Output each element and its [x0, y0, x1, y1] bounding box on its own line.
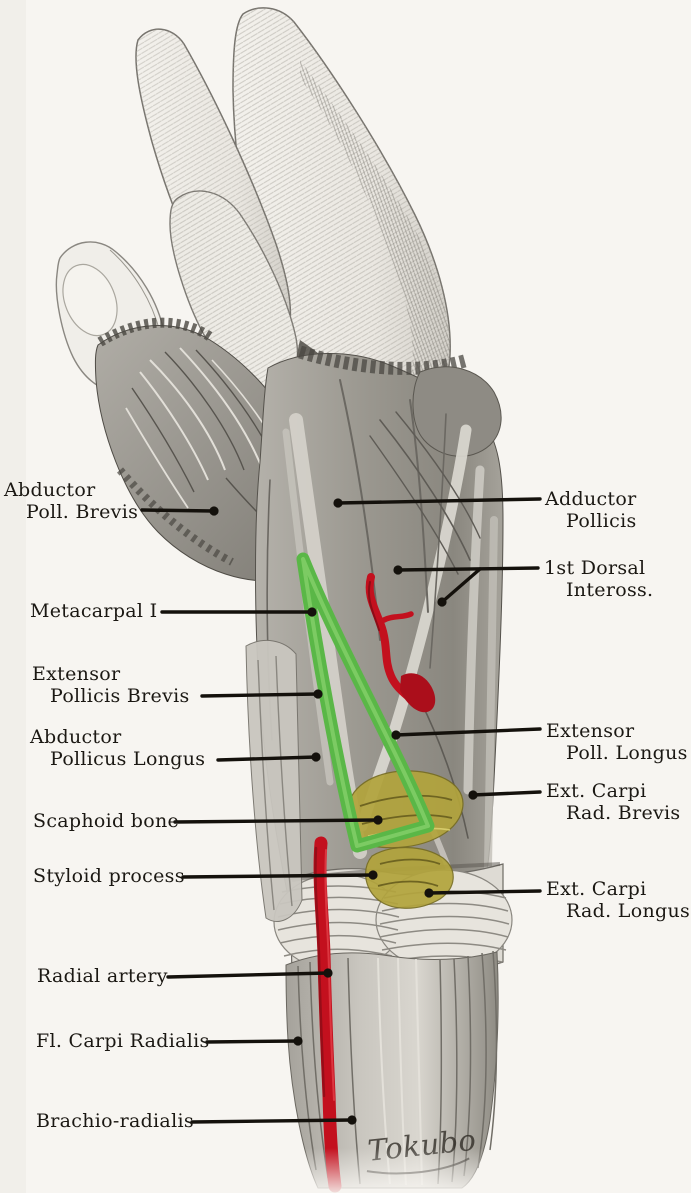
snuffbox-triangle [296, 552, 435, 853]
label-abductor-pollicus-longus: Abductor Pollicus Longus [29, 726, 205, 770]
label-text: Scaphoid bone [33, 810, 179, 832]
label-text: Inteross. [566, 579, 653, 601]
label-text: Fl. Carpi Radialis [36, 1030, 210, 1052]
label-text: Extensor [32, 663, 121, 685]
leader-first-dorsal-inteross [393, 565, 540, 607]
label-text: Metacarpal I [30, 600, 157, 622]
leader-radial-artery [166, 968, 333, 979]
label-brachio-radialis: Brachio-radialis [36, 1110, 194, 1132]
label-text: Ext. Carpi [546, 878, 647, 900]
label-radial-artery: Radial artery [37, 965, 168, 987]
label-text: Styloid process [33, 865, 185, 887]
label-styloid-process: Styloid process [33, 865, 185, 887]
cut-skin-edge-lower [116, 467, 234, 566]
label-text: Poll. Longus [566, 742, 688, 764]
thumb-nail [62, 263, 118, 337]
label-abductor-poll-brevis: Abductor Poll. Brevis [3, 479, 138, 523]
muscle-fiber-lines [125, 347, 301, 553]
leader-ext-carpi-rad-longus [424, 888, 542, 898]
label-text: Abductor [29, 726, 122, 748]
leader-scaphoid-bone [173, 815, 383, 825]
leader-adductor-pollicis [333, 497, 542, 508]
label-fl-carpi-radialis: Fl. Carpi Radialis [36, 1030, 210, 1052]
label-ext-carpi-rad-longus: Ext. Carpi Rad. Longus [546, 878, 690, 922]
leader-extensor-pollicis-brevis [200, 689, 323, 699]
scaphoid-highlight [347, 770, 464, 909]
label-text: Rad. Longus [566, 900, 690, 922]
labels: Abductor Poll. Brevis Metacarpal I Exten… [3, 479, 690, 1132]
leader-fl-carpi-radialis [205, 1036, 303, 1046]
label-metacarpal-1: Metacarpal I [30, 600, 157, 622]
leader-metacarpal-1 [160, 607, 317, 617]
scan-edge-shade [0, 0, 26, 1193]
leader-abductor-pollicus-longus [216, 752, 321, 762]
cut-skin-edge-dorsum [298, 345, 470, 375]
label-text: Poll. Brevis [26, 501, 138, 523]
leader-styloid-process [181, 870, 378, 880]
knuckle-bulge [412, 366, 502, 457]
label-text: Abductor [3, 479, 96, 501]
leader-abductor-poll-brevis [140, 506, 219, 516]
leader-lines [140, 497, 542, 1125]
label-first-dorsal-inteross: 1st Dorsal Inteross. [544, 557, 653, 601]
label-text: Pollicus Longus [50, 748, 205, 770]
label-scaphoid-bone: Scaphoid bone [33, 810, 179, 832]
label-extensor-poll-longus: Extensor Poll. Longus [546, 720, 688, 764]
bottom-fade [250, 1148, 530, 1193]
label-text: Ext. Carpi [546, 780, 647, 802]
label-text: Extensor [546, 720, 635, 742]
cut-skin-edge-upper [97, 317, 215, 347]
label-text: Radial artery [37, 965, 168, 987]
label-ext-carpi-rad-brevis: Ext. Carpi Rad. Brevis [546, 780, 680, 824]
hand-illustration: Tokubo [55, 7, 530, 1193]
label-adductor-pollicis: Adductor Pollicis [544, 488, 637, 532]
label-text: 1st Dorsal [544, 557, 645, 579]
label-text: Brachio-radialis [36, 1110, 194, 1132]
label-text: Adductor [544, 488, 637, 510]
leader-ext-carpi-rad-brevis [468, 790, 542, 800]
label-extensor-pollicis-brevis: Extensor Pollicis Brevis [32, 663, 190, 707]
leader-brachio-radialis [190, 1115, 357, 1125]
leader-extensor-poll-longus [391, 727, 542, 740]
label-text: Pollicis Brevis [50, 685, 190, 707]
label-text: Pollicis [566, 510, 637, 532]
label-text: Rad. Brevis [566, 802, 680, 824]
radial-artery-upper [365, 573, 436, 713]
